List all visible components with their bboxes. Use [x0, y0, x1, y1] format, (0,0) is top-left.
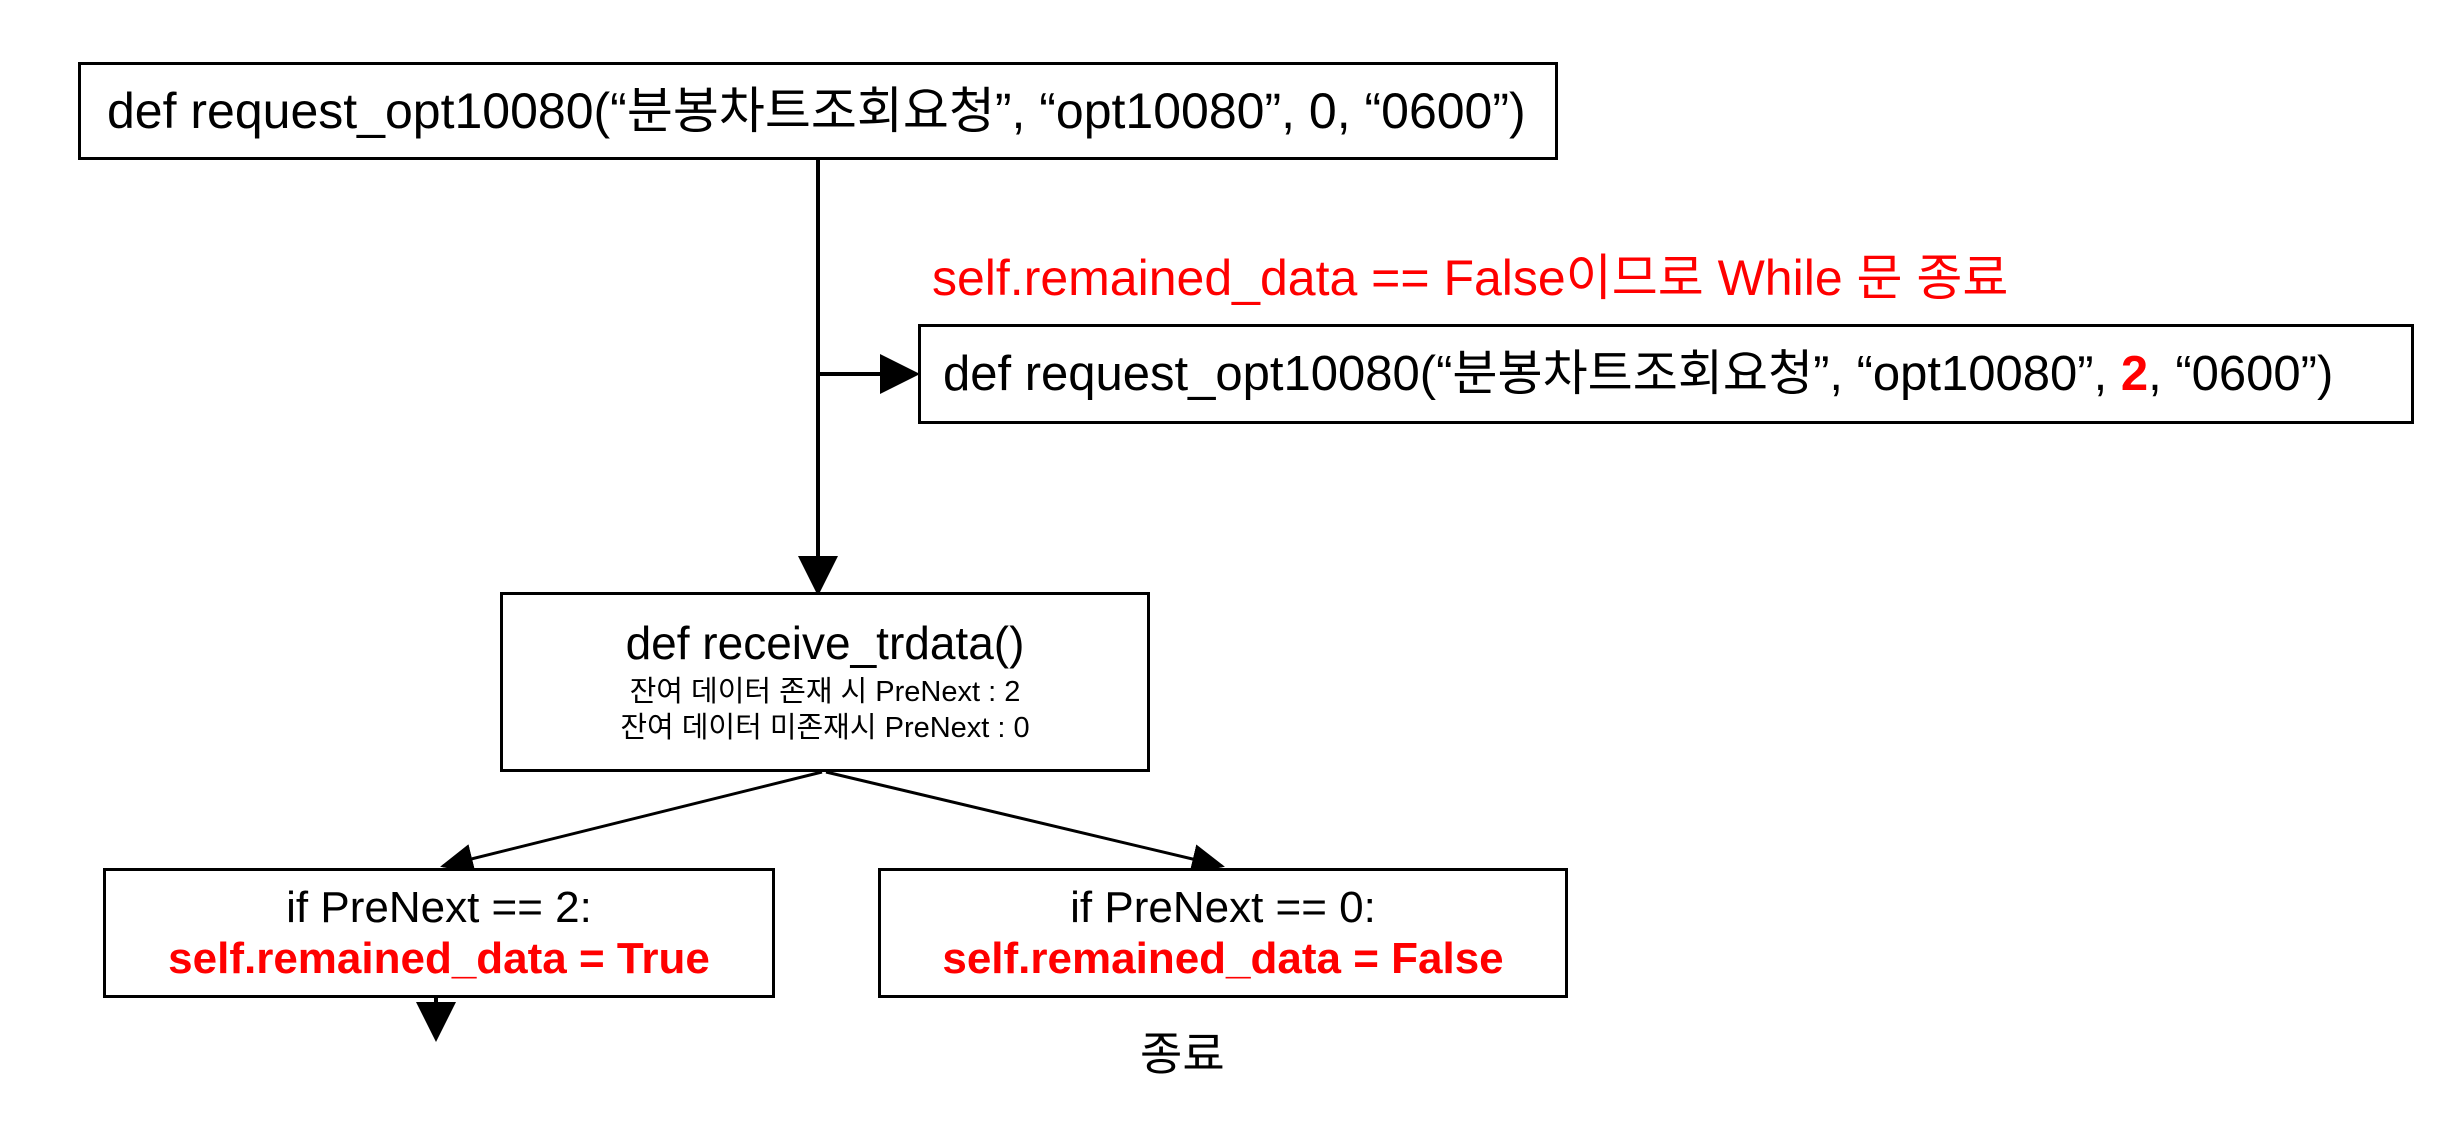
- if-prenext-0-condition: if PreNext == 0:: [1070, 882, 1376, 932]
- request-initial-text-before: def request_opt10080(“분봉차트조회요청”, “opt100…: [107, 83, 1309, 139]
- edge-receive-to-if-prenext-2: [440, 770, 823, 874]
- request-next-text-before: def request_opt10080(“분봉차트조회요청”, “opt100…: [943, 346, 2121, 401]
- request-next-prev-next-arg: 2: [2120, 346, 2149, 401]
- if-prenext-0-assignment: self.remained_data = False: [942, 934, 1504, 983]
- node-if-prenext-equals-2[interactable]: if PreNext == 2: self.remained_data = Tr…: [103, 868, 775, 998]
- receive-trdata-note-no-remaining: 잔여 데이터 미존재시 PreNext : 0: [620, 711, 1030, 744]
- receive-trdata-title: def receive_trdata(): [625, 616, 1025, 669]
- label-terminate: 종료: [1140, 1028, 1225, 1080]
- node-request-initial-text: def request_opt10080(“분봉차트조회요청”, “opt100…: [107, 83, 1526, 139]
- node-request-next-text: def request_opt10080(“분봉차트조회요청”, “opt100…: [943, 347, 2333, 402]
- annotation-while-loop-end: self.remained_data == False이므로 While 문 종…: [932, 250, 2009, 306]
- node-if-prenext-equals-0[interactable]: if PreNext == 0: self.remained_data = Fa…: [878, 868, 1568, 998]
- request-next-text-after: , “0600”): [2148, 346, 2334, 401]
- if-prenext-2-condition: if PreNext == 2:: [286, 882, 592, 932]
- if-prenext-2-assignment: self.remained_data = True: [168, 934, 710, 983]
- node-receive-trdata[interactable]: def receive_trdata() 잔여 데이터 존재 시 PreNext…: [500, 592, 1150, 772]
- node-request-opt10080-initial[interactable]: def request_opt10080(“분봉차트조회요청”, “opt100…: [78, 62, 1558, 160]
- receive-trdata-note-has-remaining: 잔여 데이터 존재 시 PreNext : 2: [629, 675, 1021, 708]
- request-initial-text-after: , “0600”): [1336, 83, 1526, 139]
- edge-receive-to-if-prenext-0: [825, 770, 1225, 874]
- node-request-opt10080-next[interactable]: def request_opt10080(“분봉차트조회요청”, “opt100…: [918, 324, 2414, 424]
- request-initial-prev-next-arg: 0: [1308, 83, 1337, 139]
